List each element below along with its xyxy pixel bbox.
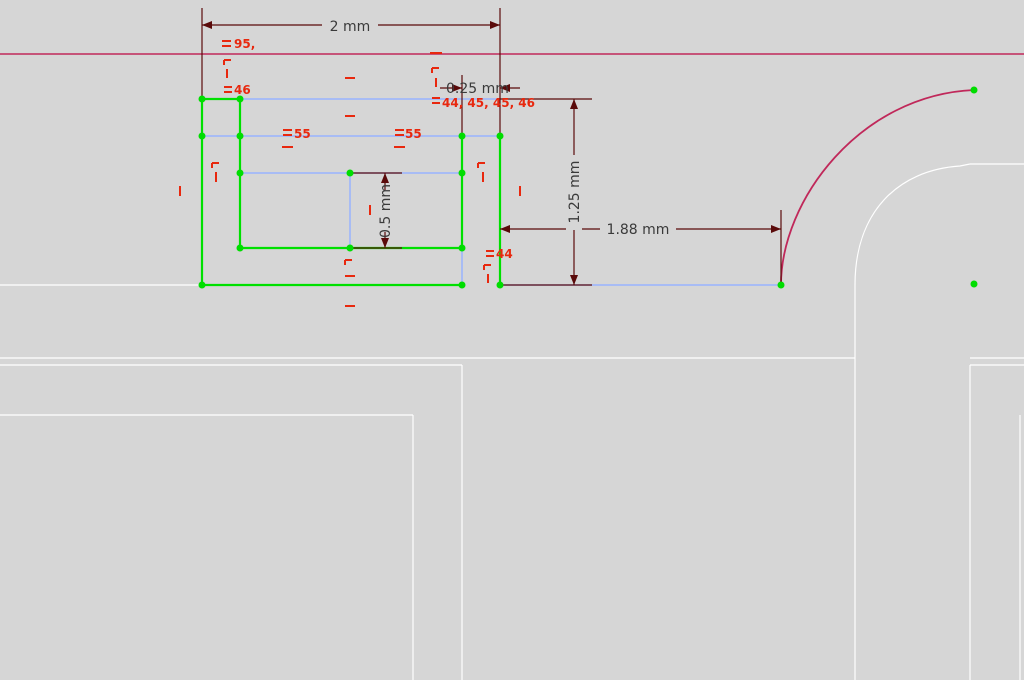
unselected-geometry [202,98,781,286]
constraint-label-46[interactable]: 46 [234,83,251,97]
equal-constraint-icon[interactable] [395,129,404,136]
dim-05-label-bg [377,190,393,232]
equal-constraint-icon[interactable] [222,40,231,47]
selected-geometry [200,97,502,287]
sketch-point[interactable] [970,280,978,288]
constraint-glyphs [179,40,521,307]
sketch-point[interactable] [346,244,354,252]
equal-constraint-icon[interactable] [486,250,494,257]
sketch-point[interactable] [496,132,504,140]
sketch-point[interactable] [198,281,206,289]
construction-geometry [0,163,1024,680]
dim-125-label-bg [566,155,582,230]
constraint-label-44[interactable]: 44 [496,247,513,261]
dim-025-label[interactable]: 0.25 mm [446,81,509,97]
sketch-point[interactable] [236,95,244,103]
coincident-constraint-icon[interactable] [344,259,352,265]
constraint-label-55-right[interactable]: 55 [405,127,422,141]
dim-188-label[interactable]: 1.88 mm [607,222,670,238]
sketch-point[interactable] [236,169,244,177]
sketch-point[interactable] [198,95,206,103]
reference-arc[interactable] [780,89,975,286]
coincident-constraint-icon[interactable] [483,264,491,270]
dim-2mm-label[interactable]: 2 mm [330,19,371,35]
coincident-constraint-icon[interactable] [223,59,231,65]
sketch-point[interactable] [458,132,466,140]
dim-188-label-bg [600,220,676,238]
sketch-point[interactable] [777,281,785,289]
constraint-label-55-left[interactable]: 55 [294,127,311,141]
dimension-geometry [201,8,782,286]
dim-125-label[interactable]: 1.25 mm [567,161,583,224]
sketch-point[interactable] [236,244,244,252]
sketch-point[interactable] [198,132,206,140]
sketch-point[interactable] [970,86,978,94]
dim-2mm-label-bg [322,16,378,34]
sketch-point[interactable] [236,132,244,140]
sketch-point[interactable] [458,281,466,289]
coincident-constraint-icon[interactable] [211,162,219,168]
equal-constraint-icon[interactable] [224,86,232,93]
constraint-label-95[interactable]: 95, [234,37,255,51]
sketch-point[interactable] [458,244,466,252]
sketch-point[interactable] [346,169,354,177]
construction-arc[interactable] [854,163,971,286]
constraint-label-44-45-45-46[interactable]: 44, 45, 45, 46 [442,96,535,110]
coincident-constraint-icon[interactable] [477,162,485,168]
sketch-point[interactable] [458,169,466,177]
sketch-points [198,86,978,289]
equal-constraint-icon[interactable] [283,129,292,136]
sketch-point[interactable] [496,281,504,289]
dim-05-label[interactable]: 0.5 mm [378,184,394,238]
equal-constraint-icon[interactable] [432,97,440,104]
coincident-constraint-icon[interactable] [431,67,439,73]
